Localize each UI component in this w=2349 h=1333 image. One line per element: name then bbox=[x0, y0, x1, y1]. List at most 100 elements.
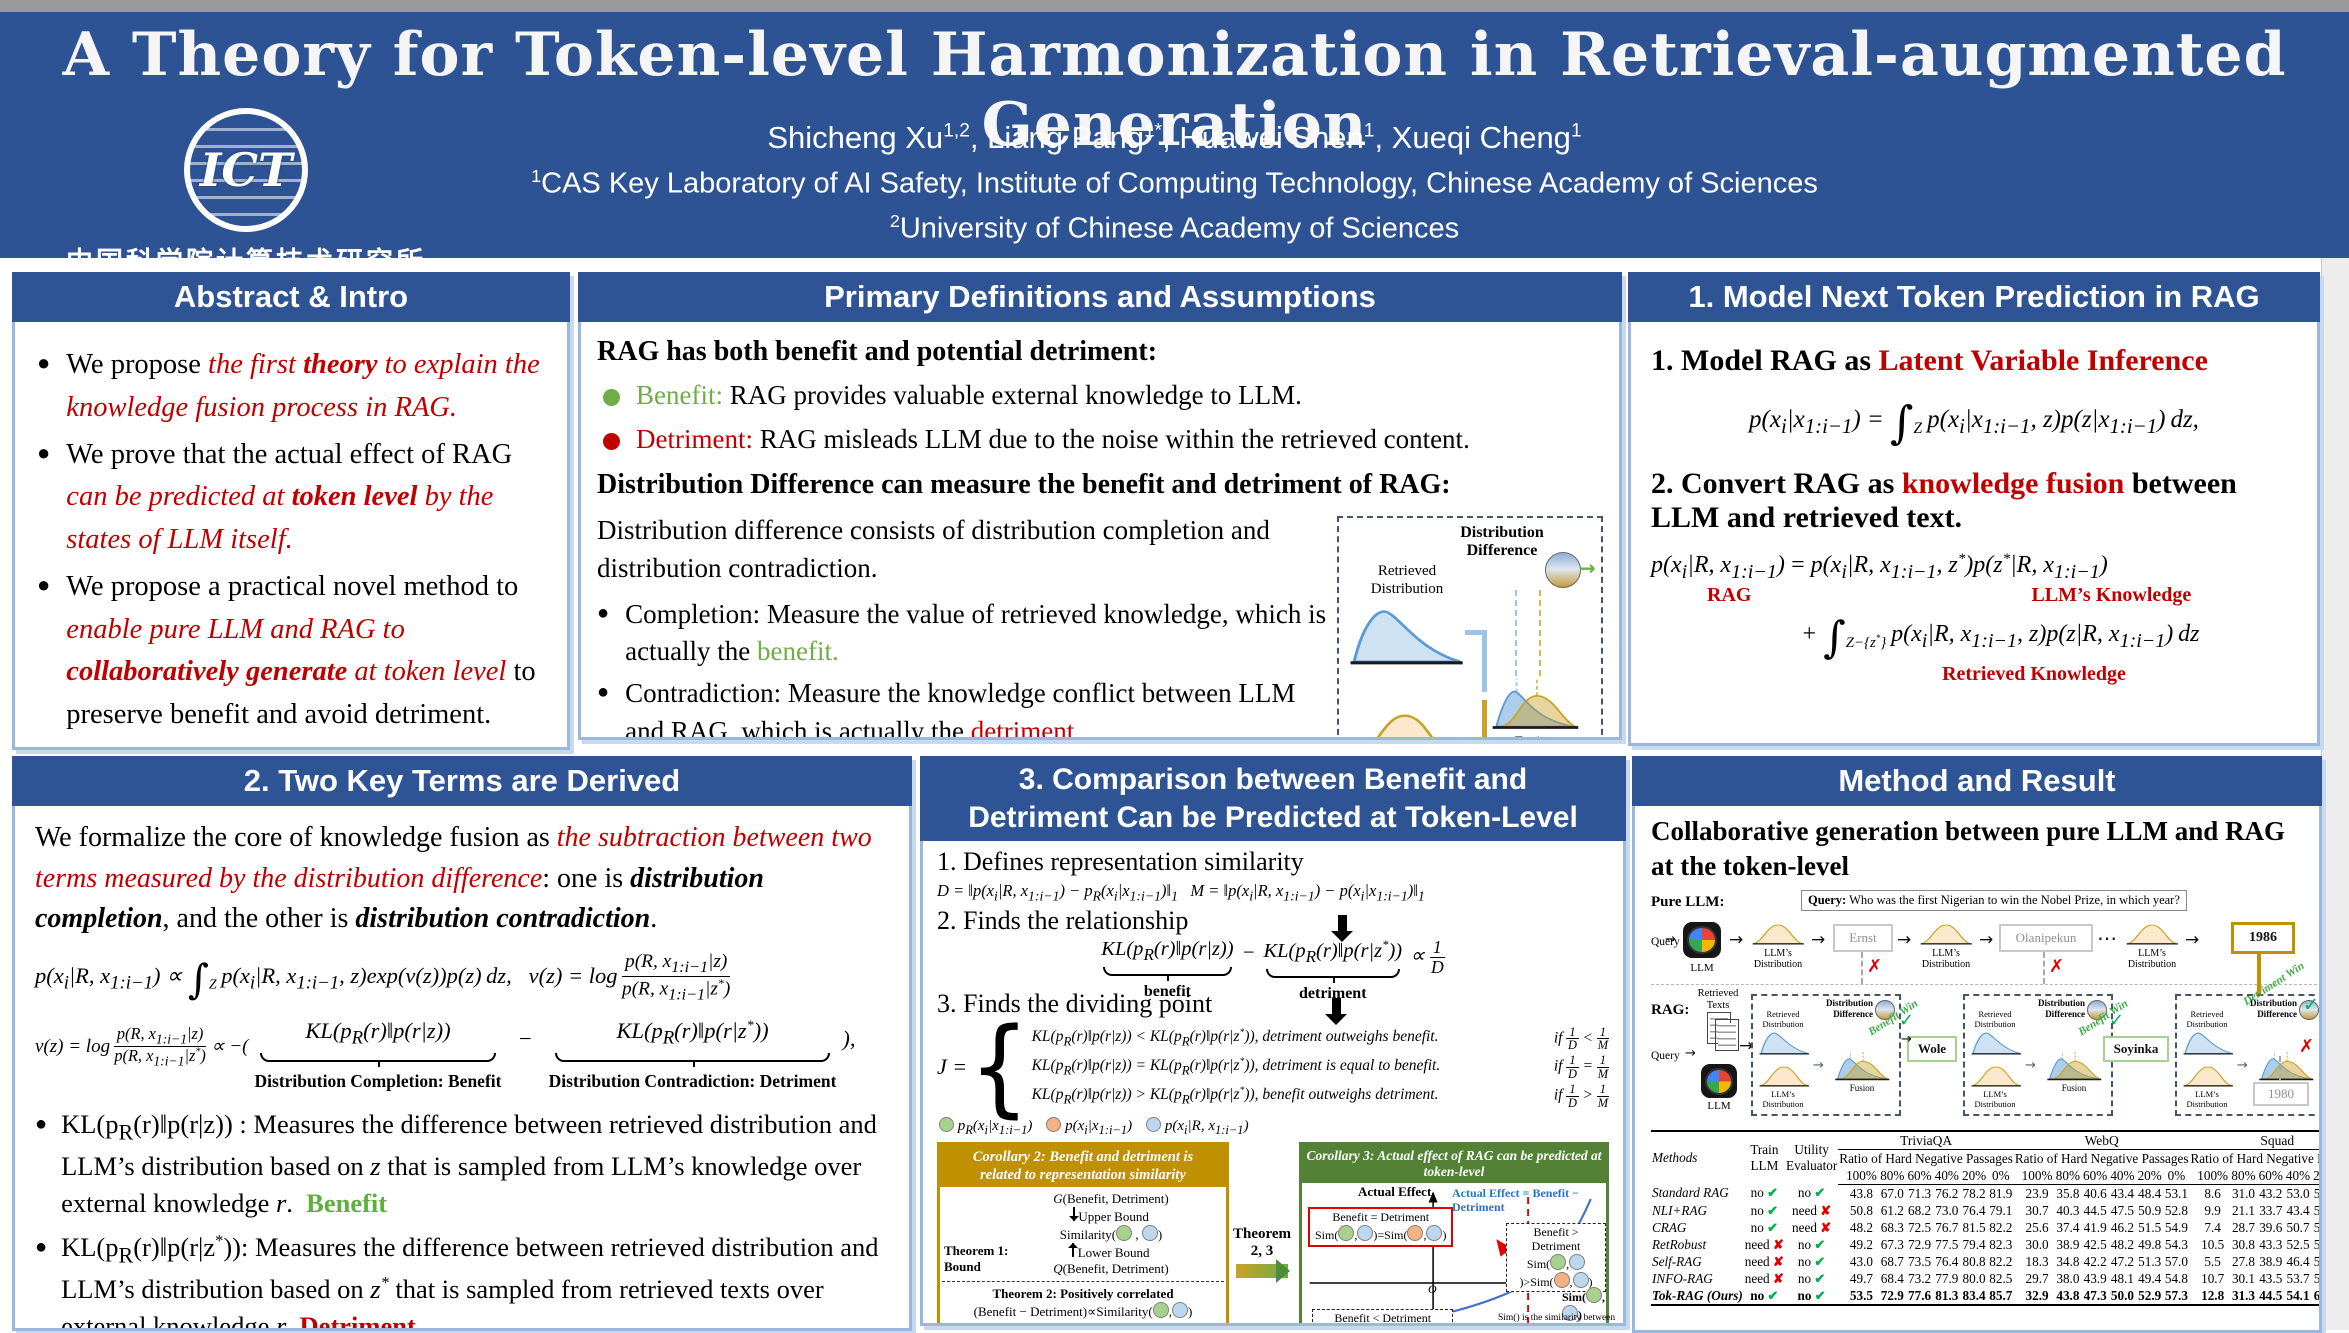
collaborative-generation-diagram: Pure LLM: Query: Who was the first Niger… bbox=[1651, 890, 2319, 1122]
pure-llm-label: Pure LLM: bbox=[1651, 894, 1725, 911]
abstract-bullet-3: ●We propose a practical novel method to … bbox=[37, 566, 549, 737]
panel-abstract: Abstract & Intro ● We propose the first t… bbox=[12, 272, 570, 750]
dashed-connector bbox=[2043, 952, 2045, 985]
gold-connector bbox=[2257, 952, 2261, 995]
rag-label: RAG: bbox=[1651, 1002, 1690, 1019]
query-label: Query bbox=[1651, 936, 1680, 949]
effect-equation: Actual Effect = Benefit − Detriment bbox=[1452, 1186, 1579, 1215]
token-1986[interactable]: 1986 bbox=[2231, 922, 2295, 955]
terms-formula-2-left: v(z) = log p(R, x1:i−1|z)p(R, x1:i−1|z*)… bbox=[35, 1023, 249, 1069]
y-axis-label: Actual Effect bbox=[1358, 1184, 1432, 1200]
close-paren: ), bbox=[842, 1025, 856, 1051]
poster-title: A Theory for Token-level Harmonization i… bbox=[62, 20, 2287, 160]
completion-text: Completion: Measure the value of retriev… bbox=[625, 598, 1327, 667]
poster-header: A Theory for Token-level Harmonization i… bbox=[0, 12, 2349, 293]
panel-abstract-title: Abstract & Intro bbox=[12, 272, 570, 322]
orange-dot-icon bbox=[1046, 1117, 1062, 1133]
label-llm-knowledge: LLM’s Knowledge bbox=[2031, 583, 2192, 606]
definitions-lead-2: Distribution Difference can measure the … bbox=[597, 468, 1451, 500]
query-box: Query: Who was the first Nigerian to win… bbox=[1801, 890, 2187, 912]
affiliation-1: 1CAS Key Laboratory of AI Safety, Instit… bbox=[531, 166, 1818, 200]
check-icon: ✓ bbox=[2109, 1010, 2125, 1032]
bullet-icon: ● bbox=[37, 350, 51, 375]
fusion-curve-icon bbox=[1489, 676, 1581, 732]
label-retrieved-knowledge-row: Retrieved Knowledge bbox=[1651, 663, 2297, 686]
model-step-1: 1. Model RAG as Latent Variable Inferenc… bbox=[1651, 344, 2208, 377]
llm-distribution-curve-icon bbox=[1758, 1062, 1810, 1088]
author-list: Shicheng Xu1,2, Liang Pang1*, Huawei She… bbox=[767, 120, 1582, 155]
llm-distribution-curve-icon bbox=[1751, 920, 1805, 946]
bullet-icon: ● bbox=[35, 1235, 48, 1258]
blue-connector bbox=[1465, 629, 1487, 635]
green-gold-arrow-icon bbox=[1236, 1259, 1290, 1284]
query-label: Query bbox=[1651, 1050, 1680, 1063]
representation-legend: pR(xi|x1:i−1) p(xi|x1:i−1) p(xi|R, x1:i−… bbox=[939, 1117, 1609, 1138]
retrieved-distribution-curve-icon bbox=[1758, 1030, 1810, 1056]
ellipsis: ⋯ bbox=[2097, 926, 2117, 951]
fusion-label: Fusion bbox=[1495, 732, 1575, 737]
llm-distribution-curve-icon bbox=[2125, 920, 2179, 946]
benefit-bullet: Benefit: RAG provides valuable external … bbox=[603, 377, 1603, 415]
token-1980[interactable]: 1980 bbox=[2253, 1082, 2309, 1107]
panel-model-title: 1. Model Next Token Prediction in RAG bbox=[1628, 272, 2320, 322]
gold-connector bbox=[1482, 699, 1487, 737]
token-wole[interactable]: Wole bbox=[1907, 1036, 1957, 1063]
label-rag: RAG bbox=[1707, 583, 1752, 606]
model-formula-2a: p(xi|R, x1:i−1) = p(xi|R, x1:i−1, z*)p(z… bbox=[1651, 551, 2108, 583]
distribution-difference-ball-icon bbox=[2299, 1000, 2319, 1021]
llm-icon bbox=[1701, 1064, 1737, 1099]
correlation-formula: (Benefit − Detriment)∝Similarity(,) bbox=[973, 1302, 1193, 1320]
up-arrow-icon bbox=[1068, 1243, 1079, 1258]
label-distribution-contradiction: Distribution Contradiction: Detriment bbox=[548, 1071, 837, 1092]
token-ernst[interactable]: Ernst bbox=[1833, 924, 1893, 953]
cross-icon: ✗ bbox=[2049, 956, 2065, 978]
label-retrieved-knowledge: Retrieved Knowledge bbox=[1942, 662, 2126, 685]
llm-distribution-curve-icon bbox=[1351, 704, 1459, 737]
model-formula-1: p(xi|x1:i−1) = ∫Z p(xi|x1:i−1, z)p(z|x1:… bbox=[1749, 396, 2199, 449]
arrow-icon: → bbox=[1665, 932, 1676, 948]
panel-comparison-title: 3. Comparison between Benefit and Detrim… bbox=[920, 756, 1626, 841]
terms-bullet-detriment-text: KL(pR(r)‖p(r|z*)): Measures the differen… bbox=[61, 1230, 879, 1331]
table-ratio-row: 100%80%60%40%20%0%100%80%60%40%20%0%100%… bbox=[1651, 1167, 2319, 1186]
upper-bound-row: Upper Bound bbox=[996, 1207, 1226, 1225]
fusion-label: Fusion bbox=[2061, 1083, 2087, 1094]
affiliation-2: 2University of Chinese Academy of Scienc… bbox=[889, 210, 1460, 245]
arrow-icon: → bbox=[2237, 1058, 2248, 1074]
completion-bullet: ● Completion: Measure the value of retrie… bbox=[597, 596, 1327, 672]
token-soyinka[interactable]: Soyinka bbox=[2103, 1036, 2169, 1063]
minus-sign: − bbox=[517, 1025, 533, 1051]
dashed-line-gold bbox=[1539, 589, 1541, 676]
comparison-step-2: 2. Finds the relationship bbox=[937, 906, 1609, 943]
llm-distribution-curve-icon bbox=[2182, 1062, 2234, 1088]
token-olanipekun[interactable]: Olanipekun bbox=[1999, 924, 2093, 953]
theorem-2-label: Theorem 2: Positively correlated bbox=[992, 1286, 1174, 1302]
ict-logo-acronym: ICT bbox=[199, 143, 293, 197]
cross-icon: ✗ bbox=[2299, 1036, 2315, 1058]
definitions-para: Distribution difference consists of dist… bbox=[597, 514, 1270, 583]
abstract-bullet-1-text: We propose the first theory to explain t… bbox=[66, 349, 540, 423]
kl-completion: KL(pR(r)‖p(r|z)) bbox=[305, 1017, 451, 1049]
comparison-step-3: 3. Finds the dividing point bbox=[937, 989, 1609, 1026]
green-dot-icon bbox=[939, 1117, 954, 1133]
divider bbox=[942, 1281, 1224, 1283]
llm-label: LLM bbox=[1707, 1100, 1731, 1113]
similarity-term: Similarity( , ) bbox=[1059, 1225, 1163, 1243]
window-top-bar bbox=[0, 0, 2349, 12]
bullet-icon: ● bbox=[597, 601, 610, 624]
fusion-curve-icon bbox=[2257, 1050, 2315, 1082]
